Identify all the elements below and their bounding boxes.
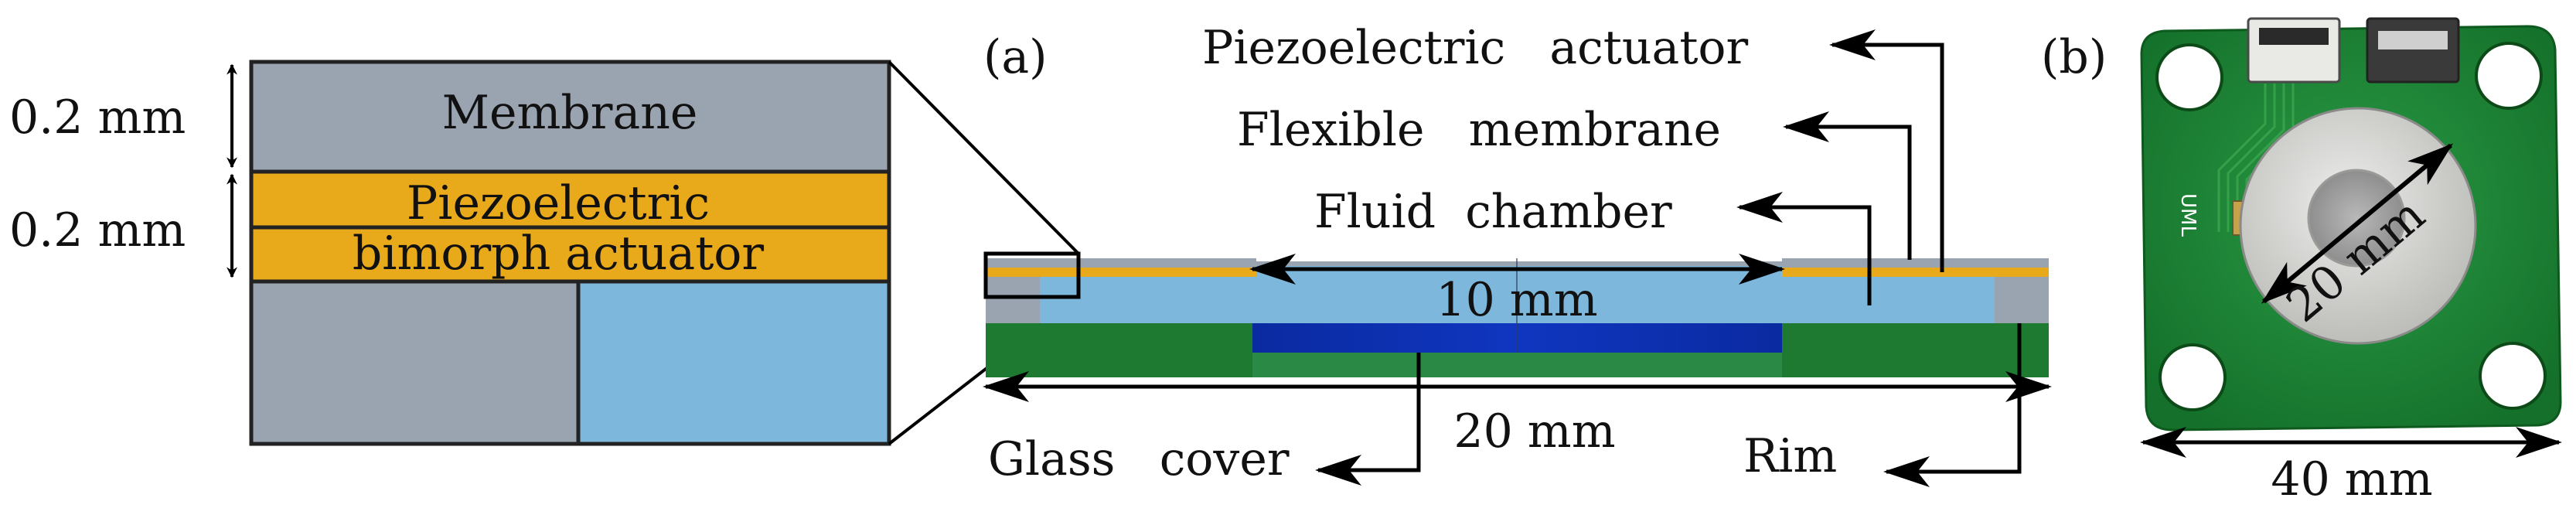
flexible-membrane-leader <box>1783 111 1912 260</box>
mounting-hole-top-right <box>2475 42 2543 110</box>
mounting-hole-bottom-left <box>2159 343 2227 411</box>
piezo-left <box>986 268 1256 277</box>
panel-b-label: (b) <box>2041 30 2107 84</box>
inset-piezo-layer-top <box>249 169 891 230</box>
mounting-hole-bottom-right <box>2479 342 2547 410</box>
rim-left <box>986 277 1040 323</box>
glass-cover-label: Glass cover <box>988 432 1290 486</box>
flexible-membrane-label: Flexible membrane <box>1237 103 1721 157</box>
fluid-chamber-leader <box>1736 192 1872 305</box>
inset-membrane-label: Membrane <box>442 86 698 140</box>
panel-a-cross-section: (a) 10 mm 20 mm Piezoelectric actuator <box>983 21 2052 487</box>
inner-dimension-label: 10 mm <box>1436 273 1597 327</box>
outer-dimension-label: 20 mm <box>1453 404 1615 459</box>
fluid-chamber-label: Fluid chamber <box>1314 185 1672 239</box>
zoom-selection-box <box>983 251 1081 299</box>
inset-membrane-layer <box>249 60 891 174</box>
inset-piezo-layer-bottom <box>249 225 891 284</box>
inset-fluid-block <box>576 279 891 446</box>
membrane-left <box>986 258 1256 268</box>
panel-a-label: (a) <box>983 30 1048 84</box>
inset-actuator-label-line2: bimorph actuator <box>353 227 765 281</box>
inset-cross-section: 0.2 mm 0.2 mm Membrane Piezoelectric bim… <box>9 60 891 446</box>
inset-rim-block <box>249 279 581 446</box>
width-label: 40 mm <box>2271 452 2432 506</box>
panel-b-device-photo: (b) UML 20 mm 40 mm <box>2041 17 2562 506</box>
mounting-hole-top-left <box>2155 43 2223 111</box>
piezo-actuator-leader <box>1829 29 1944 272</box>
piezo-right <box>1782 268 2049 277</box>
glass-cover-right <box>1782 323 2049 377</box>
connector-right <box>2366 17 2460 84</box>
rim-right <box>1995 277 2049 323</box>
inset-actuator-label-line1: Piezoelectric <box>407 176 710 230</box>
glass-cover-left <box>986 323 1252 377</box>
membrane-center <box>1256 261 1782 266</box>
rim-leader <box>1883 323 2022 487</box>
diameter-arrow <box>2261 143 2454 304</box>
inset-dim-bottom-label: 0.2 mm <box>9 203 186 258</box>
board-silkscreen-text: UML <box>2176 193 2199 237</box>
piezo-actuator-label: Piezoelectric actuator <box>1202 21 1749 75</box>
connector-right-slot <box>2378 31 2448 49</box>
rim-label: Rim <box>1743 429 1837 483</box>
connector-left-slot <box>2259 28 2329 45</box>
inset-dim-top-label: 0.2 mm <box>9 90 186 145</box>
glass-cover-leader <box>1315 353 1421 486</box>
membrane-right <box>1782 258 2049 268</box>
